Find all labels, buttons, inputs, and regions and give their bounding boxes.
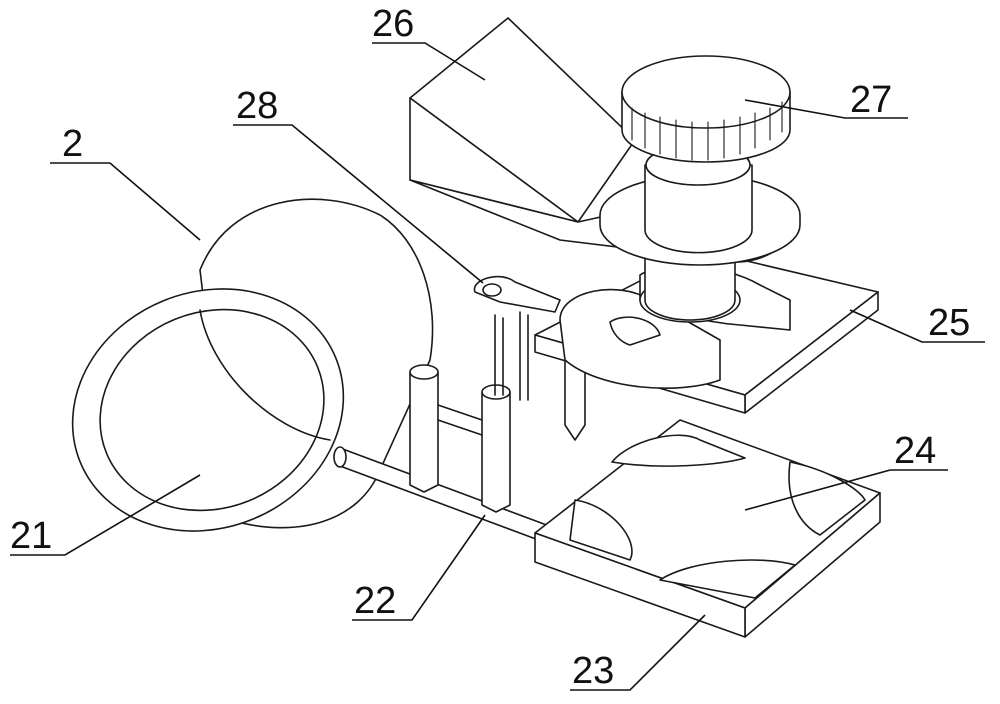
knob-top [621, 55, 791, 129]
u-clamp-slot [609, 316, 661, 346]
groove-right [788, 461, 866, 536]
rod-end [333, 446, 347, 468]
leader-23 [570, 614, 706, 691]
leader-26 [372, 42, 486, 81]
link-rod-28 [494, 314, 504, 396]
callout-24: 24 [894, 430, 936, 472]
ring-bore [99, 308, 325, 512]
support-leg [564, 359, 586, 441]
leader-22 [352, 514, 486, 621]
knob-27 [599, 55, 801, 323]
ring-inner-wall [199, 309, 331, 441]
link-rod-28b [519, 311, 529, 401]
knob-knurling [631, 101, 783, 161]
shaft-upper [644, 164, 753, 254]
callout-23: 23 [572, 650, 614, 692]
upright-post-left-top [409, 364, 439, 380]
callout-25: 25 [928, 302, 970, 344]
leader-24 [744, 469, 948, 511]
callout-27: 27 [850, 79, 892, 121]
callout-2: 2 [62, 123, 83, 165]
groove-top [611, 434, 746, 467]
base-plate-23 [534, 419, 881, 638]
upright-post-right [481, 391, 511, 513]
callout-28: 28 [236, 85, 278, 127]
eyelet-hole [482, 283, 502, 297]
callout-labels: 26 27 28 2 25 24 21 22 23 [10, 3, 970, 692]
callout-21: 21 [10, 515, 52, 557]
upright-post-right-top [481, 384, 511, 400]
leader-25 [849, 309, 985, 343]
callout-26: 26 [372, 3, 414, 45]
leader-28 [233, 124, 484, 284]
crossbar [437, 404, 483, 436]
groove-left [569, 499, 633, 561]
horizontal-rod [339, 447, 561, 549]
groove-bottom [659, 559, 796, 599]
leader-lines [10, 42, 985, 691]
ring-assembly [71, 198, 434, 532]
callout-22: 22 [354, 580, 396, 622]
leader-2 [50, 162, 201, 241]
upright-post-left [409, 371, 439, 493]
leader-27 [744, 99, 908, 119]
eyelet-28 [473, 275, 561, 313]
leader-21 [10, 474, 201, 556]
